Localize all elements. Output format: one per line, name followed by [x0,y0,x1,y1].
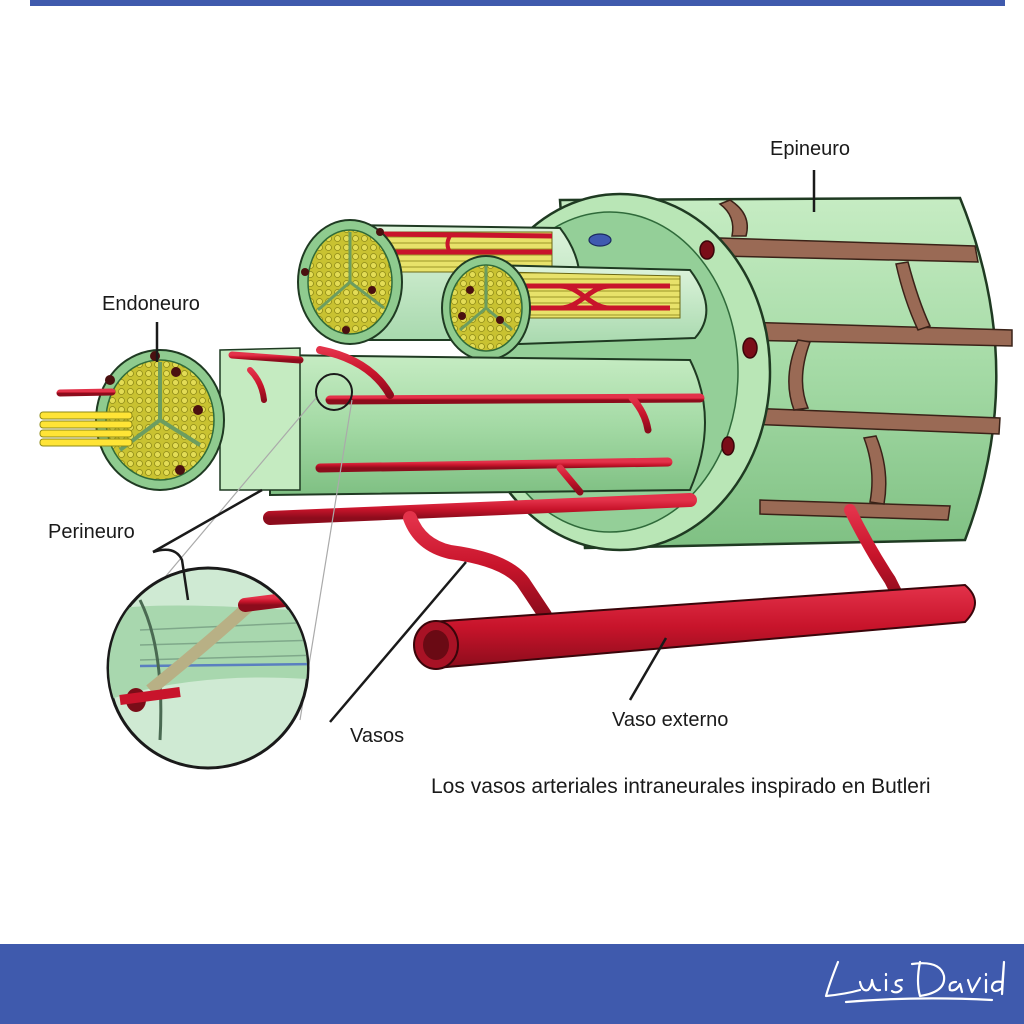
endoneuro-section [39,349,225,491]
perineuro-detail-zoom [106,373,353,770]
external-vessel [413,583,976,670]
label-vasos: Vasos [350,725,405,747]
top-accent-bar [30,0,1005,6]
label-vaso-externo: Vaso externo [612,709,729,731]
label-endoneuro: Endoneuro [102,293,200,315]
figure-caption: Los vasos arteriales intraneurales inspi… [431,775,931,798]
author-signature [824,960,1006,1004]
nerve-diagram [39,170,1013,770]
label-epineuro: Epineuro [770,138,851,160]
middle-fascicle [441,255,708,361]
perineuro-tube [201,346,706,497]
footer-bar [0,944,1024,1024]
vessel-system [263,465,906,622]
label-perineuro: Perineuro [48,521,135,543]
leader-lines [152,170,816,723]
